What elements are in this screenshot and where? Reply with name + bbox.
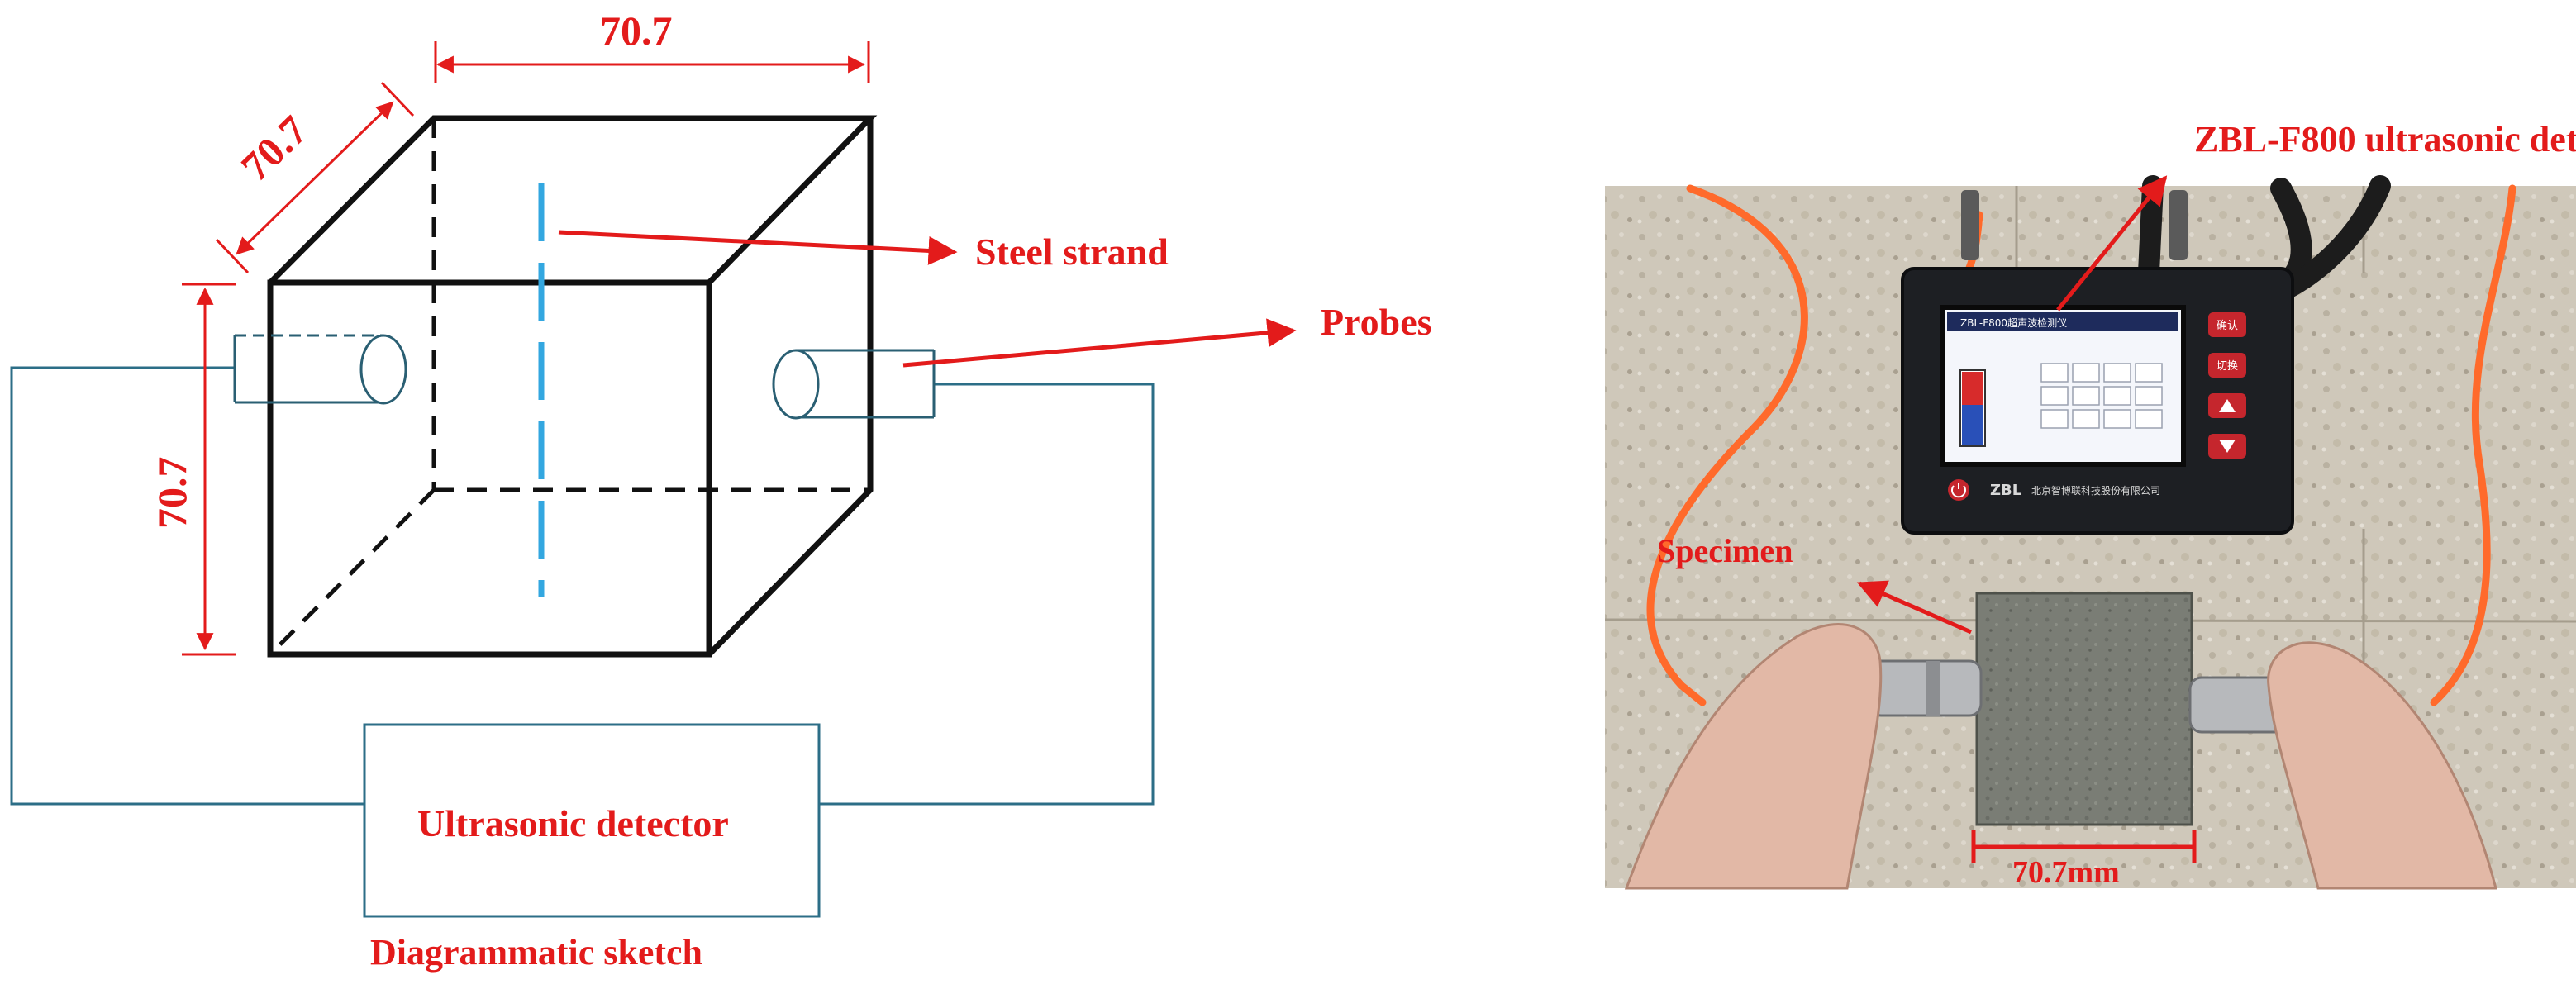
experiment-photo: ZBL-F800超声波检测仪 确认 切换 ZBL 北京智博联科技股份有限公司 [1604, 119, 2576, 890]
screen-gauge-red [1962, 372, 1983, 405]
dimension-top-label: 70.7 [600, 7, 673, 54]
specimen-label: Specimen [1657, 532, 1793, 569]
left-probe [233, 334, 407, 405]
screen-keypad [2040, 363, 2163, 429]
dimension-height [182, 283, 236, 656]
cube-hidden-edges [269, 118, 870, 656]
screen-title: ZBL-F800超声波检测仪 [1960, 316, 2067, 329]
specimen-arrow [1856, 580, 1973, 635]
device-company: 北京智博联科技股份有限公司 [2031, 484, 2160, 497]
confirm-button [2208, 312, 2246, 337]
hands [1624, 623, 2497, 890]
photo-probe-left [1868, 659, 1983, 717]
photo-dimension [1971, 830, 2197, 863]
device-arrow [2056, 175, 2168, 312]
ultrasonic-detector-label: Ultrasonic detector [417, 802, 729, 844]
device-brand: ZBL [1990, 482, 2021, 499]
switch-button [2208, 353, 2246, 378]
concrete-specimen [1975, 592, 2193, 826]
steel-strand-arrow [558, 230, 958, 265]
screen-gauge-blue [1962, 405, 1983, 445]
sketch-caption: Diagrammatic sketch [370, 932, 702, 973]
switch-button-label: 切换 [2217, 360, 2238, 373]
confirm-button-label: 确认 [2217, 320, 2238, 332]
right-probe [772, 349, 936, 420]
photo-dimension-label: 70.7mm [2012, 855, 2120, 890]
dimension-height-label: 70.7 [149, 457, 195, 530]
down-button [2208, 434, 2246, 459]
device-label: ZBL-F800 ultrasonic detector [2194, 119, 2576, 159]
dimension-depth [215, 81, 415, 274]
up-button [2208, 393, 2246, 418]
power-icon [1948, 479, 1969, 501]
probe-connectors [1961, 190, 2188, 260]
ultrasonic-detector-box [363, 723, 821, 918]
circuit-wire [10, 366, 1155, 806]
dimension-depth-label: 70.7 [232, 107, 317, 190]
screen-title-bar [1947, 312, 2178, 331]
dimension-top [434, 41, 870, 83]
diagrammatic-sketch: Ultrasonic detector [10, 7, 1432, 973]
steel-strand-label: Steel strand [975, 231, 1169, 273]
probes-label: Probes [1321, 301, 1432, 343]
probes-arrow [902, 318, 1297, 368]
